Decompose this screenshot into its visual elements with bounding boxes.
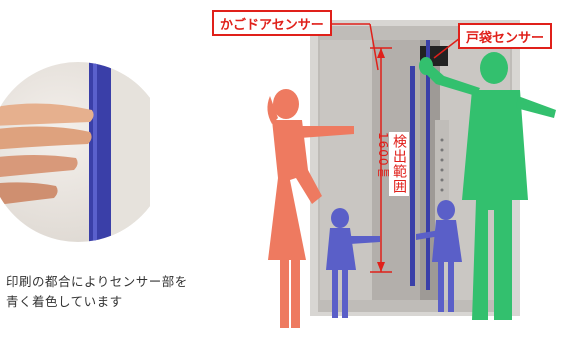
sensor-closeup — [0, 60, 150, 244]
note-line-2: 青く着色しています — [6, 294, 123, 309]
child-left-silhouette — [326, 208, 380, 318]
detection-height-label: 1600㎜ — [376, 132, 390, 180]
coloring-note: 印刷の都合によりセンサー部を 青く着色しています — [6, 272, 188, 312]
child-right-silhouette — [416, 200, 462, 312]
detection-range-label: 検出範囲 — [389, 132, 409, 196]
elevator-scene: 1600㎜ 検出範囲 — [248, 0, 572, 336]
car-door-sensor — [410, 66, 415, 286]
car-door-sensor-label: かごドアセンサー — [212, 10, 332, 36]
sensor-strip — [89, 62, 111, 242]
door-pocket-sensor-label: 戸袋センサー — [458, 23, 553, 49]
note-line-1: 印刷の都合によりセンサー部を — [6, 274, 188, 289]
adult-orange-silhouette — [267, 89, 354, 328]
adult-green-silhouette — [419, 52, 556, 320]
